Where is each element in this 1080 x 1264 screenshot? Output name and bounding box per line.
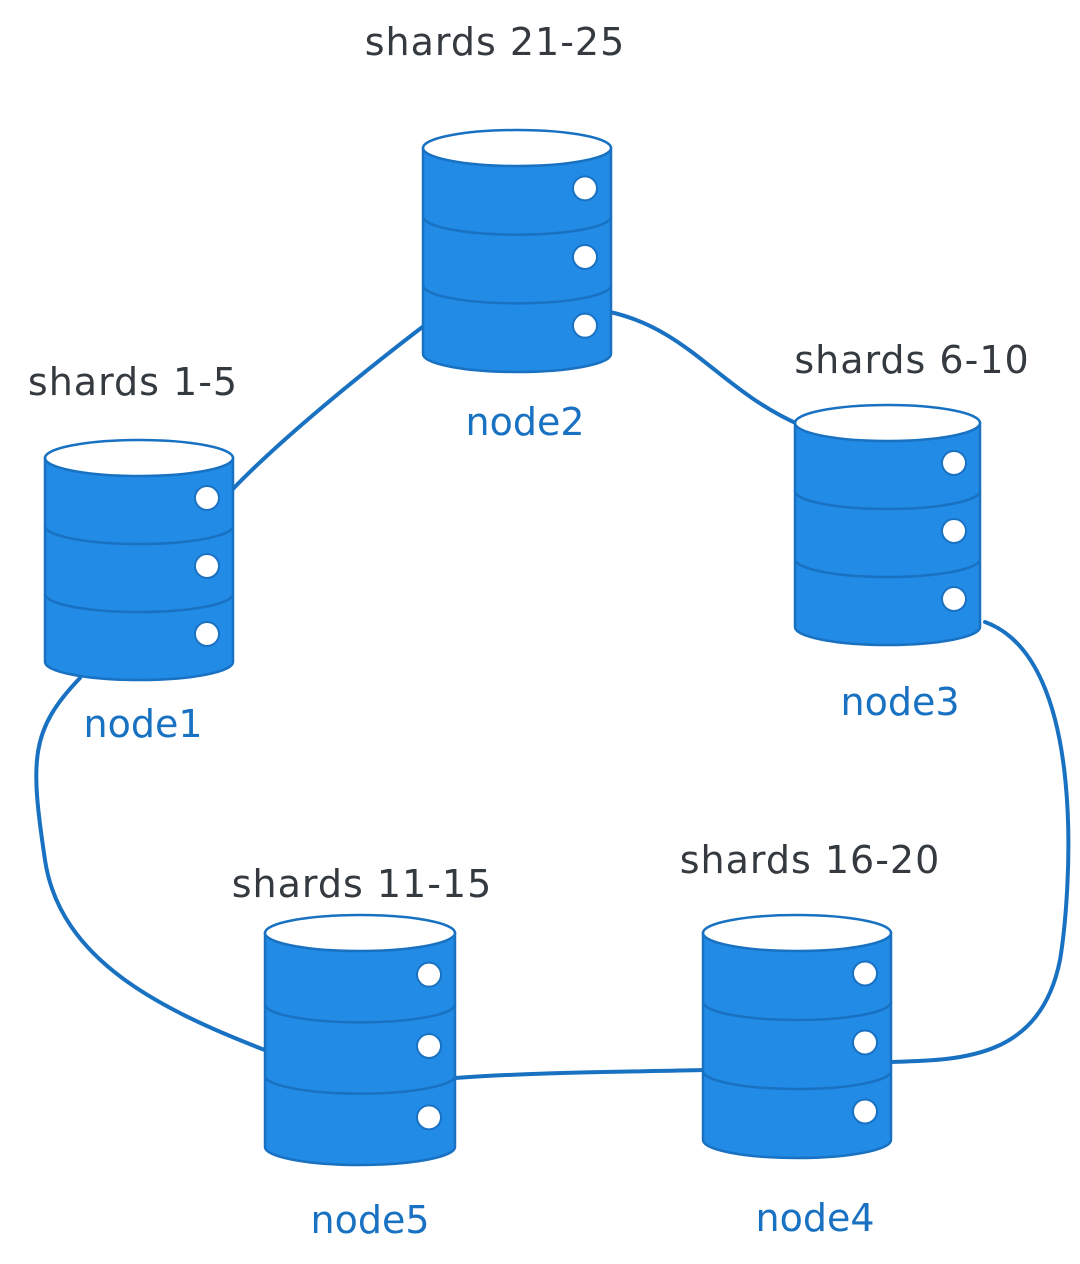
cylinder-body — [421, 146, 613, 374]
node-label-node4: node4 — [755, 1196, 875, 1240]
shards-label-node2: shards 21-25 — [364, 20, 626, 64]
cylinder-top — [701, 913, 893, 953]
status-dot-icon — [572, 244, 598, 270]
shards-label-node1: shards 1-5 — [27, 360, 239, 404]
database-icon-node1 — [43, 438, 235, 682]
connectors-layer — [34, 310, 1071, 1080]
shards-label-node4: shards 16-20 — [679, 838, 941, 882]
status-dot-icon — [572, 312, 598, 339]
status-dot-icon — [194, 485, 220, 511]
connector-node2-node3 — [608, 310, 802, 427]
status-dot-icon — [416, 961, 442, 988]
database-icon-node4 — [701, 913, 893, 1160]
cylinder-top — [421, 128, 613, 168]
cylinder-top — [263, 913, 457, 953]
connector-node1-node2 — [230, 323, 427, 492]
cylinder-divider — [701, 1070, 893, 1091]
cylinder-divider — [421, 285, 613, 305]
node-label-node3: node3 — [840, 680, 960, 724]
database-icon-node3 — [793, 403, 982, 647]
cylinder-divider — [263, 1075, 457, 1095]
cylinder-body — [263, 931, 457, 1167]
database-icon-node5 — [263, 913, 457, 1167]
connector-node3-node4 — [888, 620, 1071, 1064]
status-dot-icon — [852, 1029, 878, 1056]
cylinder-divider — [263, 1004, 457, 1024]
status-dot-icon — [194, 621, 220, 647]
status-dot-icon — [941, 518, 967, 544]
status-dot-icon — [852, 1098, 878, 1125]
cylinder-top — [43, 438, 235, 478]
cylinder-top — [793, 403, 982, 443]
status-dot-icon — [416, 1104, 442, 1131]
node-label-node2: node2 — [465, 400, 585, 444]
cylinder-body — [793, 421, 982, 647]
status-dot-icon — [941, 586, 967, 612]
status-dot-icon — [416, 1033, 442, 1059]
cylinder-divider — [793, 490, 982, 511]
status-dot-icon — [572, 175, 598, 202]
cylinder-divider — [43, 593, 235, 614]
connector-node4-node5 — [453, 1068, 707, 1080]
cylinder-divider — [701, 1001, 893, 1022]
node-label-node5: node5 — [310, 1198, 430, 1242]
nodes-layer — [43, 128, 982, 1167]
database-icon-node2 — [421, 128, 613, 374]
node-label-node1: node1 — [83, 702, 203, 746]
cylinder-body — [43, 456, 235, 682]
shards-label-node3: shards 6-10 — [794, 338, 1030, 382]
cylinder-divider — [43, 525, 235, 546]
cylinder-body — [701, 931, 893, 1160]
status-dot-icon — [852, 960, 878, 987]
connector-node5-node1 — [34, 676, 272, 1054]
cylinder-divider — [421, 216, 613, 236]
status-dot-icon — [194, 553, 220, 579]
cylinder-divider — [793, 558, 982, 579]
status-dot-icon — [941, 450, 967, 476]
shards-label-node5: shards 11-15 — [231, 862, 493, 906]
